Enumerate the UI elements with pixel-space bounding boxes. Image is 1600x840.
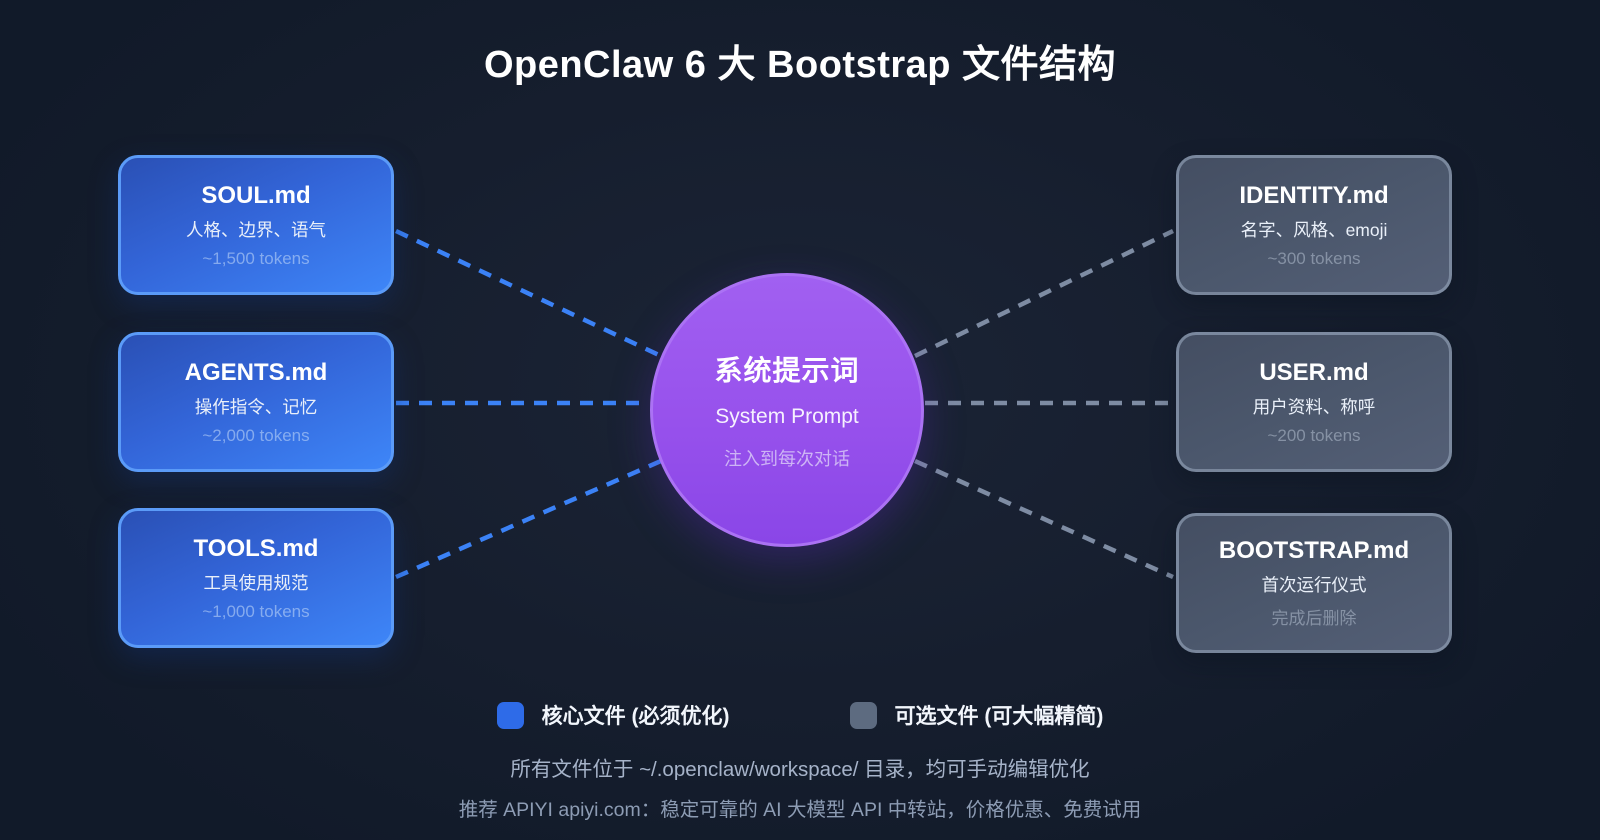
optional-file-swatch-icon	[849, 701, 877, 729]
file-card-bootstrap: BOOTSTRAP.md 首次运行仪式 完成后删除	[1176, 513, 1452, 653]
footer-note-promo: 推荐 APIYI apiyi.com：稳定可靠的 AI 大模型 API 中转站，…	[458, 799, 1142, 821]
file-token-count: ~200 tokens	[1267, 425, 1361, 445]
file-card-identity: IDENTITY.md 名字、风格、emoji ~300 tokens	[1176, 155, 1452, 295]
file-name: BOOTSTRAP.md	[1218, 537, 1410, 564]
legend-item-optional: 可选文件 (可大幅精简)	[849, 700, 1104, 730]
connector-soul-to-center	[395, 228, 662, 359]
page-title: OpenClaw 6 大 Bootstrap 文件结构	[483, 44, 1117, 86]
system-prompt-note: 注入到每次对话	[724, 449, 850, 469]
file-token-count: ~1,000 tokens	[202, 601, 310, 621]
file-name: IDENTITY.md	[1239, 181, 1389, 209]
file-card-agents: AGENTS.md 操作指令、记忆 ~2,000 tokens	[118, 332, 394, 472]
footer-note-location: 所有文件位于 ~/.openclaw/workspace/ 目录，均可手动编辑优…	[510, 758, 1090, 781]
legend-optional-label: 可选文件 (可大幅精简)	[894, 705, 1104, 728]
legend-item-core: 核心文件 (必须优化)	[496, 700, 730, 730]
file-name: TOOLS.md	[193, 534, 319, 562]
connector-tools-to-center	[395, 458, 662, 580]
file-card-soul: SOUL.md 人格、边界、语气 ~1,500 tokens	[118, 155, 394, 295]
legend-core-label: 核心文件 (必须优化)	[541, 705, 730, 728]
file-description: 首次运行仪式	[1261, 575, 1367, 595]
file-name: SOUL.md	[201, 181, 311, 209]
file-token-count: ~1,500 tokens	[202, 248, 310, 268]
file-name: USER.md	[1259, 358, 1369, 386]
legend: 核心文件 (必须优化) 可选文件 (可大幅精简)	[0, 700, 1600, 730]
file-description: 操作指令、记忆	[194, 396, 318, 417]
file-token-count: ~300 tokens	[1267, 248, 1361, 268]
file-token-count: 完成后删除	[1271, 609, 1357, 628]
system-prompt-node: 系统提示词 System Prompt 注入到每次对话	[650, 273, 924, 547]
file-description: 工具使用规范	[203, 572, 309, 593]
system-prompt-subtitle: System Prompt	[715, 405, 859, 428]
system-prompt-title: 系统提示词	[714, 355, 860, 386]
file-token-count: ~2,000 tokens	[202, 425, 310, 445]
file-description: 人格、边界、语气	[186, 219, 326, 240]
file-description: 用户资料、称呼	[1252, 396, 1376, 417]
file-name: AGENTS.md	[184, 358, 328, 386]
file-card-user: USER.md 用户资料、称呼 ~200 tokens	[1176, 332, 1452, 472]
file-card-tools: TOOLS.md 工具使用规范 ~1,000 tokens	[118, 508, 394, 648]
connector-center-to-identity	[914, 228, 1174, 359]
file-description: 名字、风格、emoji	[1240, 219, 1388, 240]
connector-center-to-bootstrap	[914, 458, 1174, 580]
core-file-swatch-icon	[496, 701, 524, 729]
